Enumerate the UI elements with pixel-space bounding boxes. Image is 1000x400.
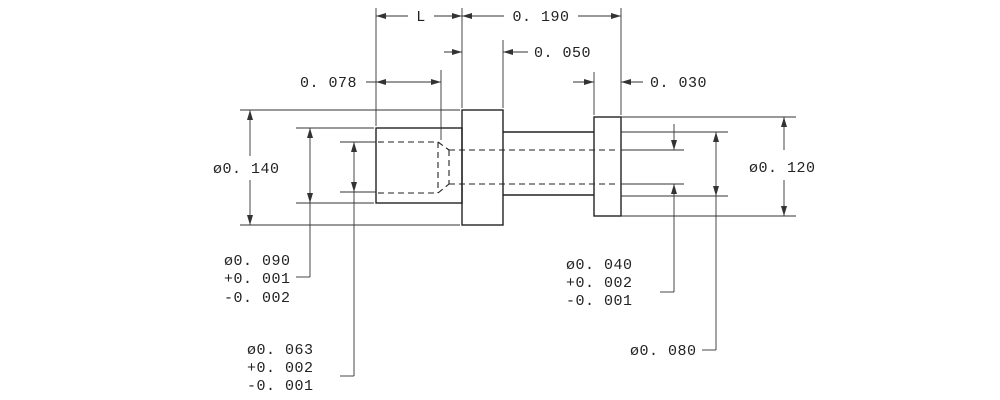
dim-label-bore-90-upper-tol: +0. 001	[224, 271, 291, 288]
dim-label-bore-40-upper-tol: +0. 002	[566, 275, 633, 292]
dim-label-right-flange-diameter: ø0. 120	[749, 160, 816, 177]
counterbore-chamfer-bottom	[437, 183, 450, 194]
counterbore-chamfer-top	[437, 141, 450, 151]
dim-label-overall-length: 0. 190	[512, 9, 569, 26]
end-flange	[593, 116, 622, 217]
part-outline	[375, 109, 622, 226]
dim-label-bore-90-diameter: ø0. 090	[224, 253, 291, 270]
dim-label-bore-63-upper-tol: +0. 002	[247, 360, 314, 377]
dim-label-L: L	[416, 9, 426, 26]
dimension-lines	[240, 8, 796, 377]
dim-label-end-flange-width: 0. 030	[650, 75, 707, 92]
dim-label-bore-90-lower-tol: -0. 002	[224, 290, 291, 307]
dimension-labels: L 0. 190 0. 050 0. 078 0. 030 ø0. 140 ø0…	[213, 9, 816, 395]
dim-label-left-body-diameter: ø0. 140	[213, 161, 280, 178]
dim-label-bore-40-lower-tol: -0. 001	[566, 293, 633, 310]
dim-label-bore-40-diameter: ø0. 040	[566, 257, 633, 274]
dim-label-bore-63-diameter: ø0. 063	[247, 342, 314, 359]
dim-label-collar-width: 0. 050	[534, 45, 591, 62]
dim-label-bore-63-lower-tol: -0. 001	[247, 378, 314, 395]
dim-label-shaft-diameter: ø0. 080	[630, 343, 697, 360]
collar-flange	[461, 109, 504, 226]
hidden-bore-lines	[378, 141, 619, 194]
dim-label-counterbore-depth: 0. 078	[300, 75, 357, 92]
